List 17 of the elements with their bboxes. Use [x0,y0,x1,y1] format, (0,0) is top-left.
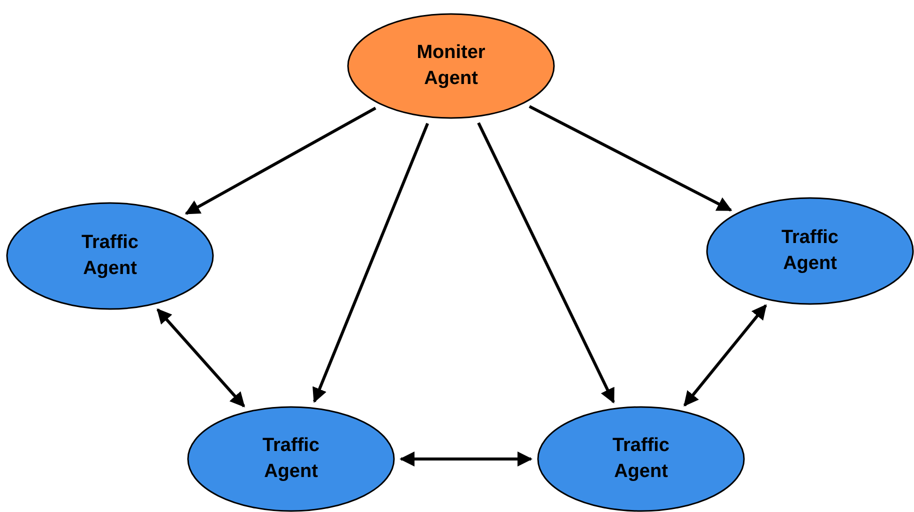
agent-label: Traffic Agent [611,434,671,484]
arrow [184,106,376,215]
arrow [400,452,532,466]
agent-ellipse [347,13,555,119]
agent-label: Moniter Agent [416,41,486,91]
agent-label: Traffic Agent [780,226,840,276]
agent-label: Traffic Agent [261,434,321,484]
agent-ellipse [6,202,214,310]
arrow [477,122,615,404]
arrow [528,105,732,212]
agent-ellipse [706,197,914,305]
arrow [683,304,767,407]
agent-label: Traffic Agent [80,231,140,281]
arrow [156,308,246,408]
agent-ellipse [187,406,395,512]
arrow [312,122,429,403]
agent-ellipse [537,406,745,512]
